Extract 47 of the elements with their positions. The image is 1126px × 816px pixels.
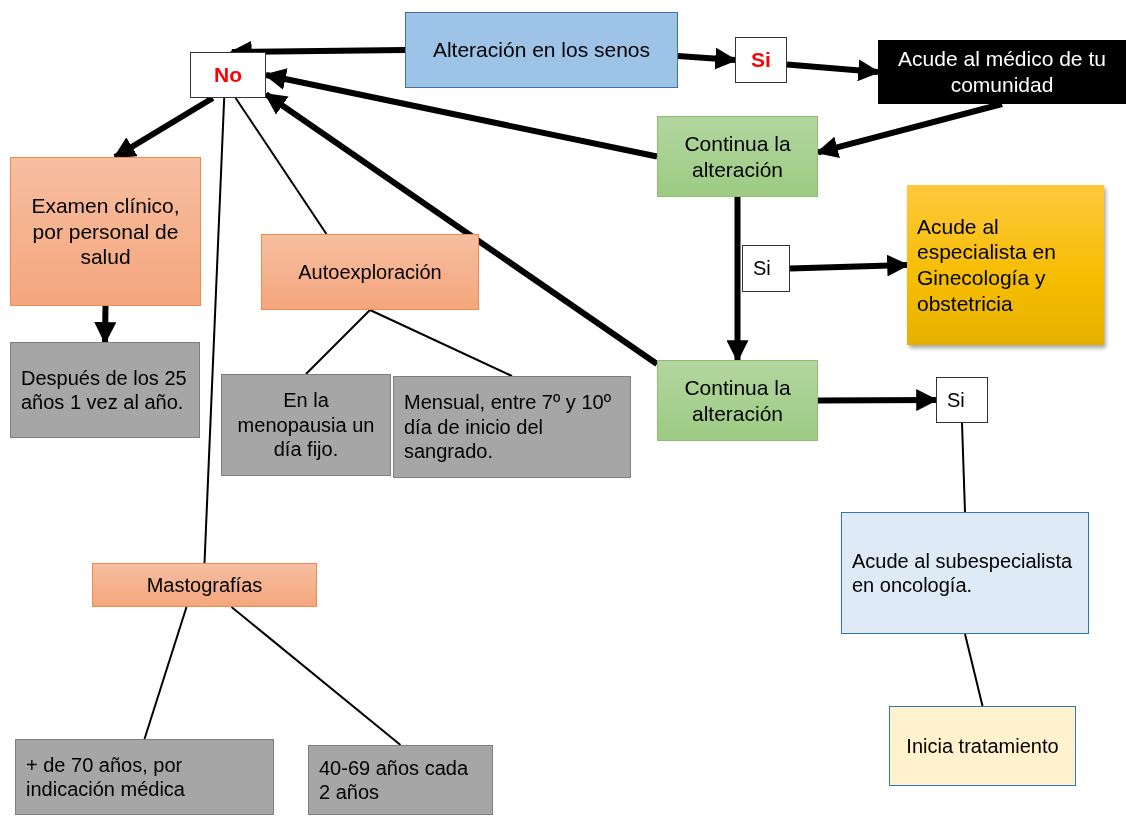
question-box xyxy=(657,116,818,197)
action-box xyxy=(907,185,1104,345)
connector-line xyxy=(143,606,188,740)
decision-box xyxy=(735,37,787,83)
info-box xyxy=(393,376,631,478)
decision-box xyxy=(190,52,266,98)
arrow xyxy=(264,91,659,367)
node-text: Mensual, entre 7º y 10º día de inicio del sangrado. xyxy=(404,390,612,464)
info-box xyxy=(10,342,200,438)
node-text: Acude al médico de tu comunidad xyxy=(897,46,1107,98)
node-text: + de 70 años, por indicación médica xyxy=(26,752,186,802)
node-text: Si xyxy=(753,256,772,281)
node-text: Si xyxy=(947,387,966,413)
action-box xyxy=(889,706,1076,786)
info-box xyxy=(308,745,493,815)
node-text: Después de los 25 años 1 vez al año. xyxy=(21,365,188,415)
node-text: Continua la alteración xyxy=(683,374,792,427)
process-box xyxy=(405,12,678,88)
connector-line xyxy=(234,97,328,235)
node-text: Autoexploración xyxy=(297,259,443,285)
connector-line xyxy=(369,309,513,377)
node-text: Acude al especialista en Ginecología y obstetricia xyxy=(917,213,1057,317)
node-text: Si xyxy=(750,47,772,73)
action-box xyxy=(878,40,1126,104)
category-box xyxy=(261,234,479,310)
node-text: No xyxy=(213,62,243,88)
connector-line xyxy=(964,633,984,707)
category-box xyxy=(10,157,201,306)
node-text: Continua la alteración xyxy=(683,130,792,183)
node-text: Mastografías xyxy=(145,572,264,598)
info-box xyxy=(15,739,274,815)
connector-line xyxy=(203,97,226,564)
node-text: Inicia tratamiento xyxy=(905,733,1060,759)
node-text: 40-69 años cada 2 años xyxy=(319,755,469,805)
node-text: Acude al subespecialista en oncología. xyxy=(852,548,1074,598)
node-text: En la menopausia un día fijo. xyxy=(236,388,376,462)
node-text: Alteración en los senos xyxy=(431,37,652,63)
connector-line xyxy=(305,309,371,375)
node-text: Examen clínico, por personal de salud xyxy=(30,193,181,270)
action-box xyxy=(841,512,1089,634)
decision-box xyxy=(936,377,988,423)
connector-line xyxy=(230,606,402,746)
question-box xyxy=(657,360,818,441)
info-box xyxy=(221,374,391,476)
connector-line xyxy=(961,422,966,513)
category-box xyxy=(92,563,317,607)
decision-box xyxy=(742,245,790,292)
